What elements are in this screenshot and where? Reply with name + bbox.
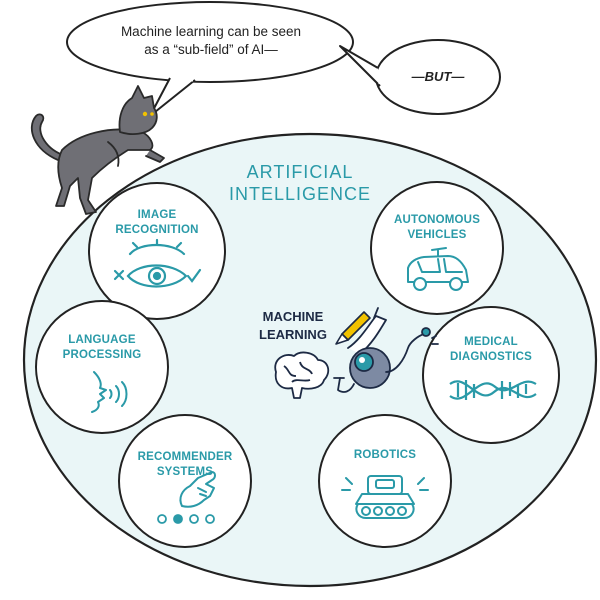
node-language-label-1: LANGUAGE [68, 334, 136, 346]
node-image-label-2: RECOGNITION [115, 224, 199, 236]
pointing-hand-icon [179, 471, 216, 508]
car-icon [407, 247, 469, 291]
eye-icon [113, 238, 202, 288]
robot-head-icon [333, 307, 439, 393]
node-medical-label-2: DIAGNOSTICS [449, 351, 533, 363]
node-medical-label-1: MEDICAL [464, 336, 518, 348]
speech-bubble-but [339, 39, 501, 115]
node-vehicles-label-2: VEHICLES [407, 229, 467, 241]
speech-line-1: Machine learning can be seen [120, 24, 302, 39]
brain-icon [274, 351, 330, 399]
node-image-label-1: IMAGE [137, 209, 177, 221]
node-circle-medical [422, 306, 560, 444]
node-recommender-label-2: SYSTEMS [156, 466, 214, 478]
speech-bubble-main [66, 1, 354, 117]
node-recommender-label-1: RECOMMENDER [137, 451, 233, 463]
pen-icon [335, 311, 371, 345]
ml-label-line-1: MACHINE [262, 309, 324, 324]
node-circle-vehicles [370, 181, 504, 315]
pagination-dots [157, 514, 215, 524]
node-vehicles-label-1: AUTONOMOUS [393, 214, 481, 226]
node-circle-image [88, 182, 226, 320]
ml-label-line-2: LEARNING [259, 327, 327, 342]
robot-tank-icon [341, 475, 429, 519]
ai-title-line-2: INTELLIGENCE [228, 184, 372, 204]
node-language-label-2: PROCESSING [62, 349, 142, 361]
speech-line-2: as a “sub-field” of AI— [144, 42, 278, 57]
but-text: —BUT— [411, 69, 465, 84]
dna-icon [449, 380, 537, 400]
node-circle-language [35, 300, 169, 434]
node-circle-recommender [118, 414, 252, 548]
ai-title-line-1: ARTIFICIAL [246, 162, 354, 182]
cat-illustration [31, 85, 165, 215]
speaking-face-icon [91, 371, 128, 413]
node-robotics-label-1: ROBOTICS [353, 449, 417, 461]
